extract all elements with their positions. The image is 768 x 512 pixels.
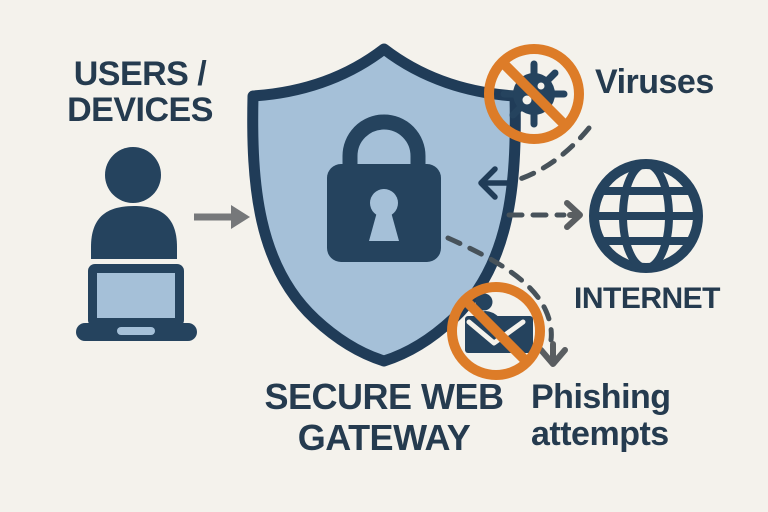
viruses-label: Viruses: [595, 63, 714, 101]
laptop-icon: [76, 264, 197, 341]
person-icon: [91, 147, 177, 259]
no-phishing-icon: [447, 282, 545, 380]
dashed-arrow-gateway-to-internet: [506, 200, 583, 230]
gateway-label: SECURE WEB GATEWAY: [264, 376, 504, 458]
prohibition-icon: [484, 44, 584, 144]
dashed-arrow-viruses-to-gateway: [478, 125, 592, 200]
prohibition-icon: [447, 282, 545, 380]
padlock-icon: [327, 114, 441, 262]
globe-icon: [589, 159, 703, 273]
dashed-arrow-gateway-to-phishing: [445, 235, 568, 367]
no-viruses-icon: [484, 44, 584, 144]
phishing-label: Phishing attempts: [531, 378, 671, 453]
users-devices-label: USERS / DEVICES: [67, 55, 213, 129]
arrow-users-to-gateway: [194, 205, 250, 229]
internet-label: INTERNET: [574, 282, 721, 315]
